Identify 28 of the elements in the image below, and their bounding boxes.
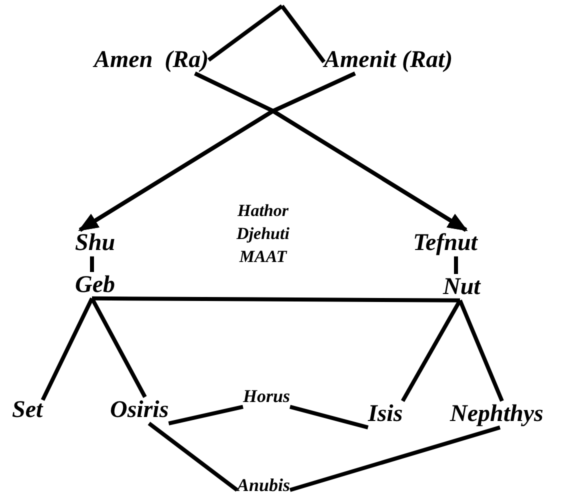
deity-name: MAAT	[238, 248, 288, 267]
deity-name: Set	[12, 397, 43, 423]
deity-name: Horus	[243, 386, 290, 406]
deity-name: Amenit (Rat)	[324, 47, 453, 73]
connector-line	[168, 404, 244, 426]
connector-line	[400, 299, 462, 402]
connector-line	[458, 300, 504, 402]
connector-line	[40, 298, 94, 401]
connector-line	[290, 404, 368, 430]
connector-line	[454, 256, 458, 274]
connector-line	[148, 422, 238, 492]
deity-name: Geb	[75, 272, 115, 298]
connector-line	[90, 297, 147, 398]
connector-line	[289, 425, 501, 492]
deity-name: Isis	[368, 401, 403, 427]
deity-name: Anubis	[237, 475, 290, 495]
deity-name: Amen (Ra)	[94, 47, 209, 73]
connector-line	[90, 256, 94, 272]
deity-name: Osiris	[110, 397, 169, 423]
deity-name: Nut	[443, 274, 480, 300]
deity-name: Hathor	[236, 202, 290, 221]
deity-name: Nephthys	[450, 401, 544, 427]
deity-name: Tefnut	[413, 230, 478, 256]
connector-line	[280, 4, 326, 64]
connector-line	[92, 296, 460, 302]
connector-line	[208, 4, 284, 62]
deity-name: Shu	[75, 230, 116, 256]
deity-name: Djehuti	[235, 225, 290, 244]
